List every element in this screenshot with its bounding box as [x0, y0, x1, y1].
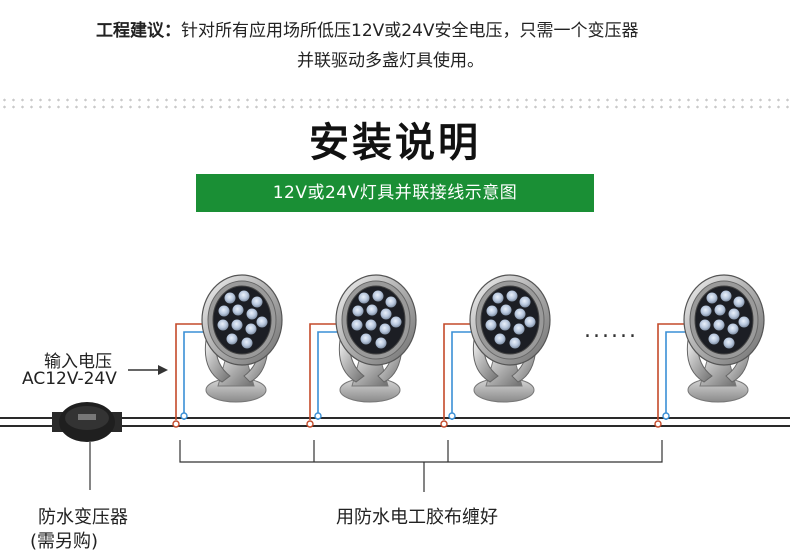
lamp-unit-2 [306, 274, 417, 428]
led-spotlight-icon [201, 274, 283, 403]
arrow-right-icon [128, 365, 168, 375]
junction-bracket [179, 440, 663, 463]
advice-label: 工程建议： [96, 21, 181, 41]
transformer-label: 防水变压器 [38, 507, 128, 528]
input-voltage-label: 输入电压 [44, 352, 112, 372]
transformer-icon [52, 402, 122, 490]
advice-text-1: 针对所有应用场所低压12V或24V安全电压，只需一个变压器 [181, 21, 639, 41]
diagram-banner: 12V或24V灯具并联接线示意图 [196, 174, 594, 212]
dotted-divider [0, 97, 790, 103]
tape-instruction-label: 用防水电工胶布缠好 [336, 507, 498, 528]
lamp-unit-1 [172, 274, 283, 428]
led-spotlight-icon [335, 274, 417, 403]
lamp-unit-3 [440, 274, 551, 428]
page-title: 安装说明 [309, 120, 481, 166]
advice-line-1: 工程建议：针对所有应用场所低压12V或24V安全电压，只需一个变压器 [96, 16, 639, 41]
lamp-unit-4 [654, 274, 765, 428]
more-lamps-ellipsis: ...... [584, 318, 638, 343]
transformer-note: (需另购) [30, 531, 99, 552]
dotted-divider [0, 104, 790, 110]
advice-line-2: 并联驱动多盏灯具使用。 [297, 51, 484, 71]
led-spotlight-icon [683, 274, 765, 403]
input-voltage-value: AC12V-24V [22, 369, 117, 389]
led-spotlight-icon [469, 274, 551, 403]
